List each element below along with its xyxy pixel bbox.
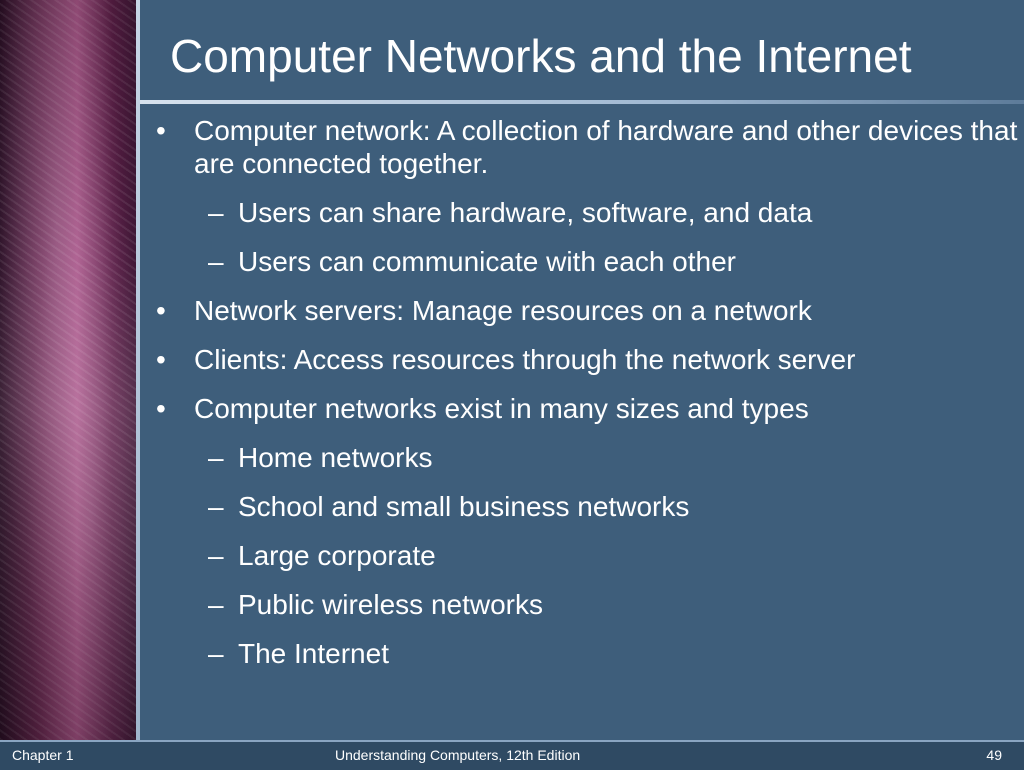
dash-icon: – [208,197,224,228]
page-number: 49 [986,747,1002,763]
sub-bullet-text: The Internet [238,638,389,669]
sub-bullet-item: – Home networks [150,441,1020,474]
book-title: Understanding Computers, 12th Edition [335,747,581,763]
bullet-item: • Computer networks exist in many sizes … [150,392,1020,425]
bullet-icon: • [156,115,166,146]
dash-icon: – [208,442,224,473]
sub-bullet-item: – Large corporate [150,539,1020,572]
bullet-icon: • [156,344,166,375]
bullet-text: Computer network: A collection of hardwa… [194,115,1018,179]
dash-icon: – [208,491,224,522]
sub-bullet-item: – The Internet [150,637,1020,670]
sub-bullet-text: Users can communicate with each other [238,246,736,277]
bullet-item: • Computer network: A collection of hard… [150,114,1020,180]
sub-bullet-text: Large corporate [238,540,436,571]
slide-footer: Chapter 1 Understanding Computers, 12th … [0,740,1024,770]
sub-bullet-text: Public wireless networks [238,589,543,620]
bullet-icon: • [156,295,166,326]
sub-bullet-item: – Users can share hardware, software, an… [150,196,1020,229]
dash-icon: – [208,246,224,277]
bullet-text: Network servers: Manage resources on a n… [194,295,812,326]
sub-bullet-text: Home networks [238,442,433,473]
sub-bullet-item: – Users can communicate with each other [150,245,1020,278]
bullet-item: • Clients: Access resources through the … [150,343,1020,376]
dash-icon: – [208,540,224,571]
decorative-side-image [0,0,140,740]
bullet-icon: • [156,393,166,424]
title-divider [140,100,1024,104]
sub-bullet-text: Users can share hardware, software, and … [238,197,813,228]
dash-icon: – [208,638,224,669]
bullet-text: Clients: Access resources through the ne… [194,344,856,375]
dash-icon: – [208,589,224,620]
slide-content: • Computer network: A collection of hard… [150,114,1020,686]
bullet-text: Computer networks exist in many sizes an… [194,393,809,424]
sub-bullet-item: – School and small business networks [150,490,1020,523]
chapter-label: Chapter 1 [12,747,74,763]
side-edge-divider [136,0,140,740]
sub-bullet-text: School and small business networks [238,491,690,522]
bullet-item: • Network servers: Manage resources on a… [150,294,1020,327]
sub-bullet-item: – Public wireless networks [150,588,1020,621]
slide-title: Computer Networks and the Internet [170,30,912,82]
